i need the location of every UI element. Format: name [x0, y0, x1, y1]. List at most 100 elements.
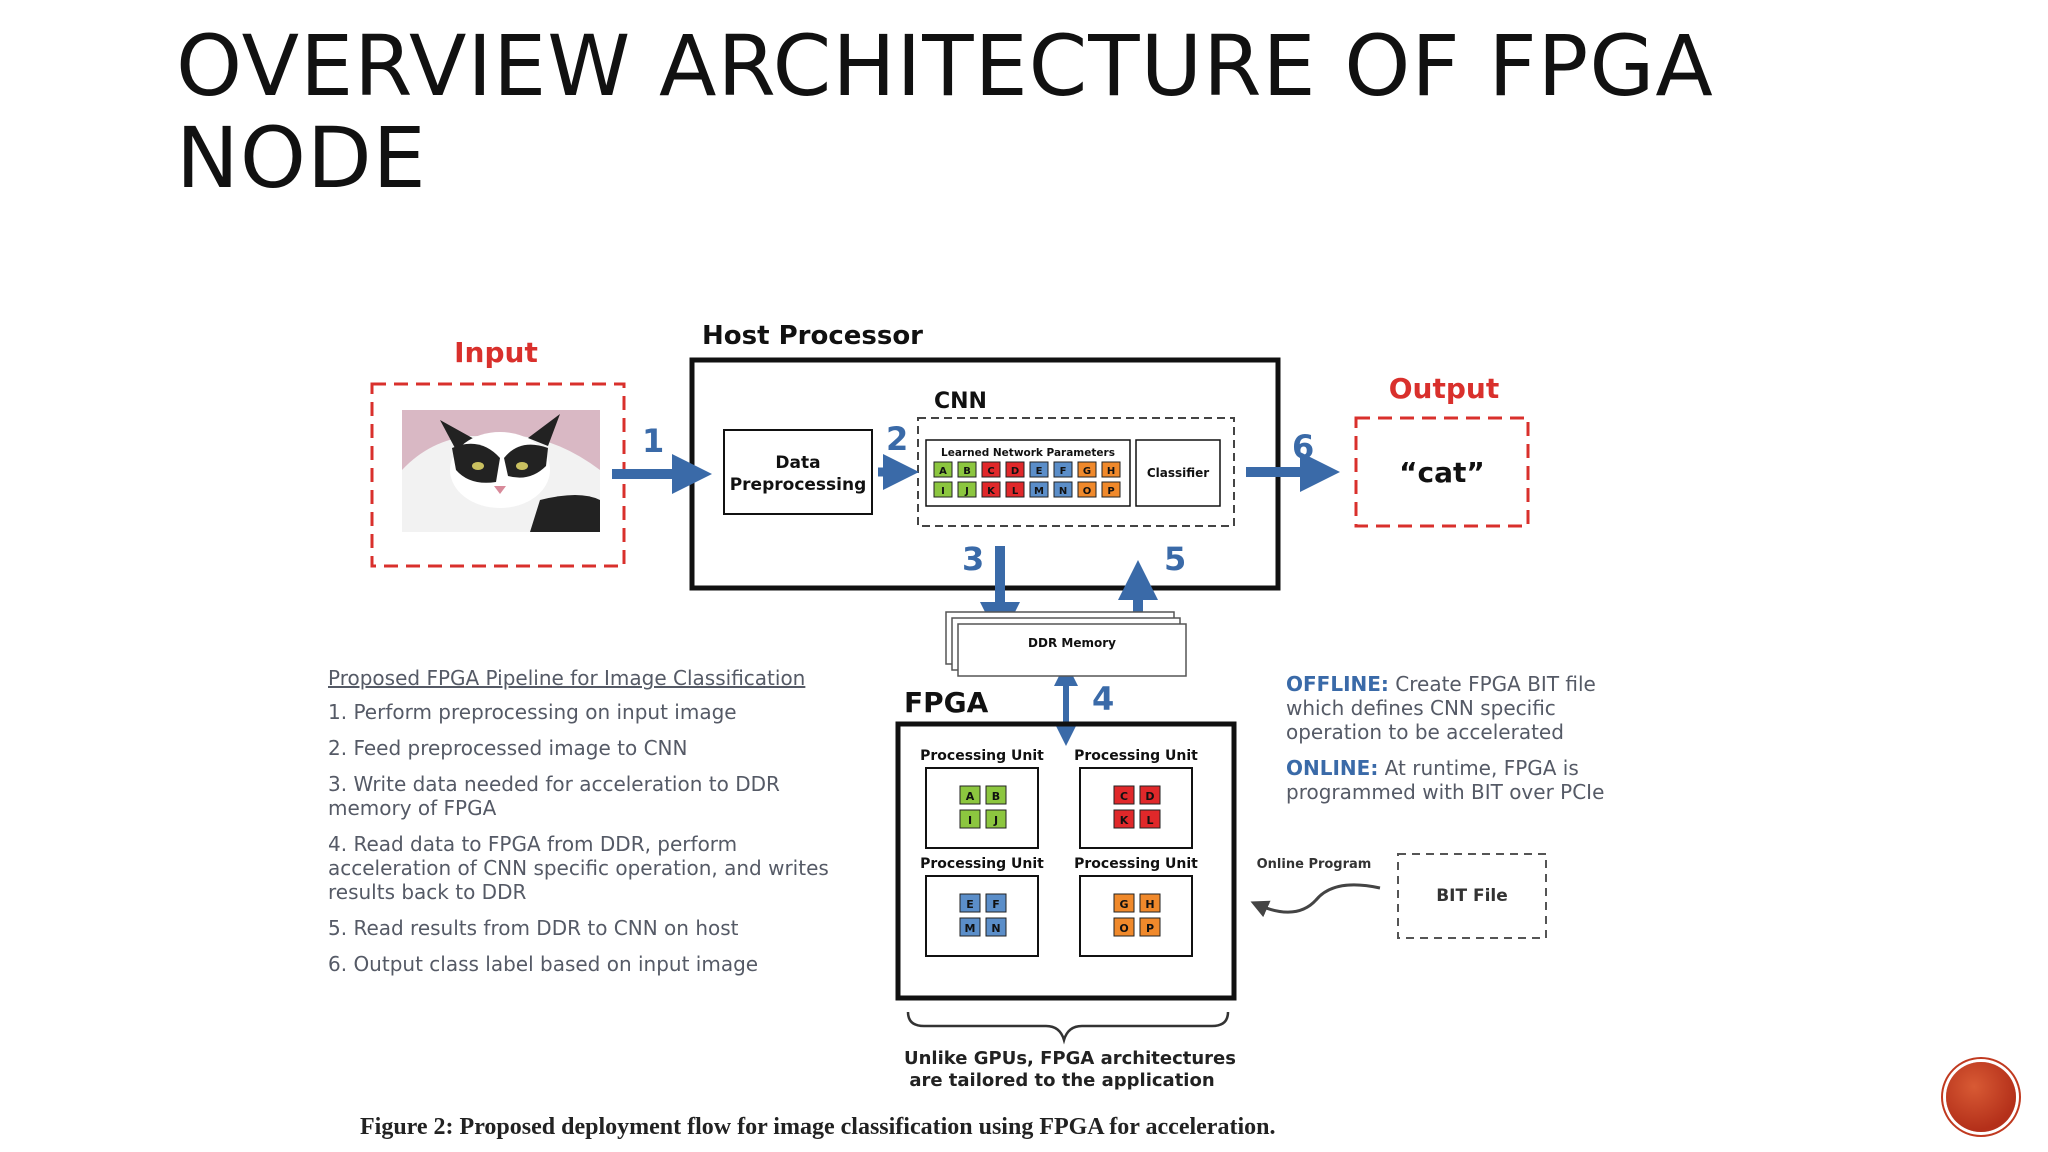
cat-image: [402, 410, 600, 532]
parameter-cell-label: L: [1012, 486, 1019, 497]
parameter-cell: [981, 461, 1001, 478]
output-box: [1354, 416, 1530, 528]
parameter-cell: [1053, 461, 1073, 478]
parameter-cell: [1005, 461, 1025, 478]
cnn-label: CNN: [934, 389, 987, 414]
pipeline-step-list: 1. Perform preprocessing on input image …: [328, 700, 848, 976]
processing-unit-cell: [1139, 785, 1161, 805]
processing-unit-box: [925, 767, 1039, 849]
parameter-cell-label: N: [1059, 486, 1067, 497]
processing-unit-cell-label: A: [966, 790, 975, 803]
processing-unit-cell: [1139, 893, 1161, 913]
processing-unit-box: [1079, 767, 1193, 849]
online-note: ONLINE: At runtime, FPGA is programmed w…: [1286, 756, 1646, 804]
processing-unit-box: [925, 875, 1039, 957]
parameter-cell-label: J: [964, 486, 969, 497]
parameter-cell-label: M: [1034, 486, 1044, 497]
processing-unit-cell: [959, 917, 981, 937]
processing-unit-cell: [985, 893, 1007, 913]
step-number-4: 4: [1092, 680, 1114, 718]
processing-unit-cell: [1139, 809, 1161, 829]
pipeline-step: 3. Write data needed for acceleration to…: [328, 772, 780, 820]
processing-unit-cell: [985, 917, 1007, 937]
offline-note: OFFLINE: Create FPGA BIT file which defi…: [1286, 672, 1646, 744]
processing-unit-cell: [959, 893, 981, 913]
parameter-cell-label: P: [1107, 486, 1114, 497]
processing-unit-cell-label: F: [992, 898, 1000, 911]
processing-unit-cell: [1113, 809, 1135, 829]
slide-nav-button[interactable]: [1946, 1062, 2016, 1132]
parameter-cell-label: B: [963, 466, 971, 477]
ddr-memory-label: DDR Memory: [1028, 636, 1116, 650]
data-preprocessing-box: [723, 429, 873, 515]
parameter-cell: [1053, 481, 1073, 498]
parameter-cell: [933, 461, 953, 478]
parameter-cell: [957, 481, 977, 498]
host-processor-label: Host Processor: [702, 321, 923, 351]
parameter-cell-label: G: [1083, 466, 1091, 477]
processing-unit-cell-label: I: [968, 814, 972, 827]
parameter-cell: [1101, 461, 1121, 478]
processing-unit-cell-label: O: [1119, 922, 1128, 935]
parameter-cell: [1101, 481, 1121, 498]
parameter-cell: [1077, 461, 1097, 478]
parameter-cell-label: O: [1083, 486, 1092, 497]
ddr-memory: [945, 611, 1187, 677]
step-number-6: 6: [1292, 428, 1314, 466]
pipeline-step: 2. Feed preprocessed image to CNN: [328, 736, 688, 760]
output-text: “cat”: [1399, 456, 1485, 489]
processing-unit-cell: [985, 809, 1007, 829]
parameter-cell-label: D: [1011, 466, 1019, 477]
step-number-1: 1: [642, 422, 664, 460]
parameter-cell-label: F: [1060, 466, 1067, 477]
parameter-cell-label: A: [939, 466, 947, 477]
step-number-2: 2: [886, 420, 908, 458]
data-preprocessing-label-2: Preprocessing: [730, 475, 867, 495]
pipeline-step: 1. Perform preprocessing on input image: [328, 700, 737, 724]
learned-parameters-label: Learned Network Parameters: [941, 447, 1115, 459]
processing-unit-cell: [985, 785, 1007, 805]
parameter-cell-label: E: [1036, 466, 1043, 477]
processing-unit-cell-label: B: [992, 790, 1000, 803]
fpga-label: FPGA: [904, 686, 989, 719]
online-key: ONLINE:: [1286, 756, 1379, 780]
processing-unit-label: Processing Unit: [920, 856, 1044, 872]
parameter-cell: [1029, 461, 1049, 478]
bit-file-label: BIT File: [1436, 886, 1508, 906]
online-text: At runtime, FPGA is programmed with BIT …: [1286, 756, 1605, 804]
processing-unit-cell-label: M: [965, 922, 976, 935]
processing-unit-cell-label: E: [966, 898, 974, 911]
processing-unit-cell-label: J: [993, 814, 998, 827]
processing-unit-label: Processing Unit: [1074, 856, 1198, 872]
offline-text: Create FPGA BIT file which defines CNN s…: [1286, 672, 1596, 744]
processing-unit-cell: [959, 785, 981, 805]
processing-unit-cell-label: C: [1120, 790, 1128, 803]
bit-file-box: [1397, 853, 1547, 939]
processing-unit-cell-label: D: [1145, 790, 1154, 803]
parameter-cell: [933, 481, 953, 498]
processing-unit-cell-label: N: [991, 922, 1000, 935]
processing-unit-cell-label: G: [1119, 898, 1128, 911]
pipeline-title: Proposed FPGA Pipeline for Image Classif…: [328, 666, 806, 690]
brace: [906, 1011, 1230, 1045]
parameter-cell: [1077, 481, 1097, 498]
step-number-3: 3: [962, 540, 984, 578]
parameter-cell-label: K: [987, 486, 996, 497]
classifier-box: [1135, 439, 1221, 507]
slide-title-line-2: NODE: [176, 109, 427, 207]
slide-title: OVERVIEW ARCHITECTURE OF FPGA NODE: [176, 20, 1876, 204]
processing-unit-cell: [1113, 893, 1135, 913]
fpga-box: [895, 721, 1237, 1001]
processing-unit-cell-label: H: [1145, 898, 1154, 911]
processing-unit-cell: [1113, 917, 1135, 937]
offline-online-notes: OFFLINE: Create FPGA BIT file which defi…: [1286, 672, 1646, 816]
brace-note-line-1: Unlike GPUs, FPGA architectures: [904, 1048, 1236, 1069]
slide-title-line-1: OVERVIEW ARCHITECTURE OF FPGA: [176, 17, 1714, 115]
pipeline-step: 5. Read results from DDR to CNN on host: [328, 916, 739, 940]
step-number-5: 5: [1164, 540, 1186, 578]
processing-unit-label: Processing Unit: [1074, 748, 1198, 764]
parameter-cell: [1005, 481, 1025, 498]
parameter-cell: [1029, 481, 1049, 498]
